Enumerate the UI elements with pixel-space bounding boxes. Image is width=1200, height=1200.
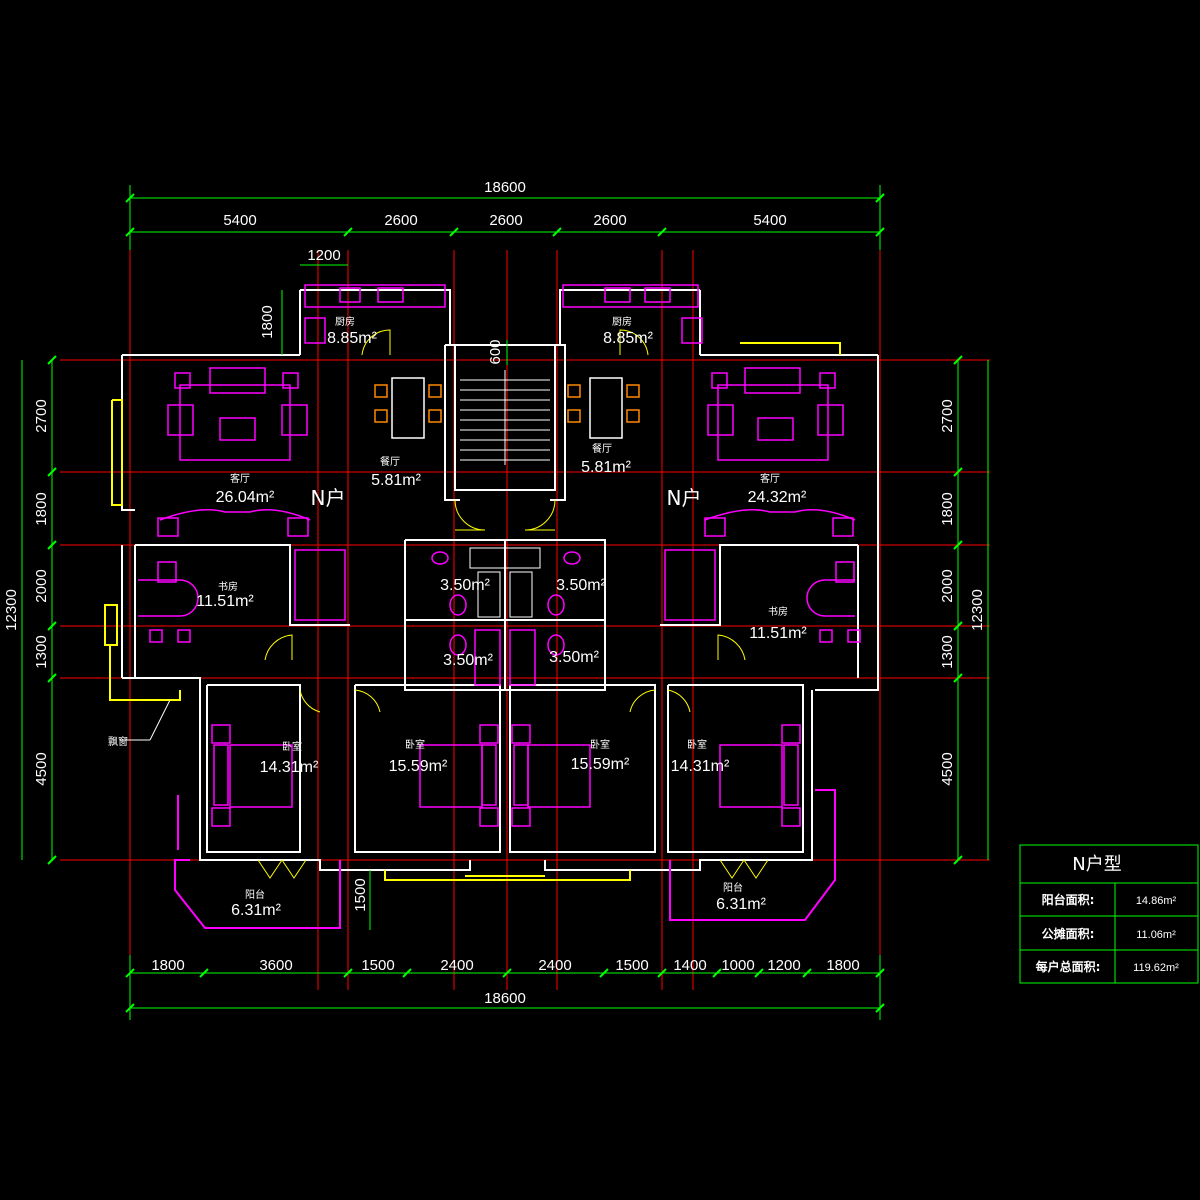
unit-left-label: N户	[311, 486, 346, 510]
balcony-left-area: 6.31m²	[231, 902, 281, 919]
dim-left-seg-3: 2000	[33, 569, 50, 602]
dim-right-total: 12300	[969, 589, 986, 631]
dim-kitchen-depth: 1800	[259, 305, 276, 338]
dim-bottom-seg-9: 1200	[767, 957, 800, 974]
dim-top-total: 18600	[484, 179, 526, 196]
balcony-right-label: 阳台	[723, 881, 743, 894]
dim-bottom-seg-4: 2400	[440, 957, 473, 974]
dining-tables	[374, 377, 640, 439]
kitchen-right-area: 8.85m²	[603, 330, 653, 347]
study-left-area: 11.51m²	[196, 593, 254, 610]
dim-right-seg-4: 1300	[939, 635, 956, 668]
dim-top-seg-5: 5400	[753, 212, 786, 229]
window-note-leader-diag	[149, 699, 171, 741]
windows	[104, 342, 841, 881]
bed3-area: 15.59m²	[571, 756, 630, 773]
walls	[121, 289, 879, 871]
dim-left-seg-4: 1300	[33, 635, 50, 668]
dim-right-seg-2: 1800	[939, 492, 956, 525]
kitchen-right-label: 厨房	[612, 315, 632, 328]
dim-bottom-seg-10: 1800	[826, 957, 859, 974]
summary-table-title: N户型	[1072, 854, 1121, 875]
living-right-label: 客厅	[760, 472, 780, 485]
dimension-lines	[21, 185, 989, 1020]
dim-left-seg-1: 2700	[33, 399, 50, 432]
bed4-label: 卧室	[687, 738, 707, 751]
dining-left-label: 餐厅	[380, 455, 400, 468]
dim-balcony-depth: 1500	[352, 878, 369, 911]
kitchen-left-label: 厨房	[335, 315, 355, 328]
dim-top-seg-3: 2600	[489, 212, 522, 229]
bath-tr-area: 3.50m²	[556, 577, 606, 594]
dim-top-seg-4: 2600	[593, 212, 626, 229]
dim-right-seg-1: 2700	[939, 399, 956, 432]
dim-stair-offset: 600	[487, 339, 504, 364]
dim-bottom-seg-8: 1000	[721, 957, 754, 974]
summary-row-1-label: 阳台面积:	[1042, 892, 1095, 907]
bed4-area: 14.31m²	[671, 758, 730, 775]
dim-top-seg-2: 2600	[384, 212, 417, 229]
dim-kitchen-width: 1200	[307, 247, 340, 264]
study-right-label: 书房	[768, 605, 788, 618]
dim-bottom-total: 18600	[484, 990, 526, 1007]
bath-tl-area: 3.50m²	[440, 577, 490, 594]
dim-left-total: 12300	[3, 589, 20, 631]
window-note: 飘窗	[108, 735, 128, 748]
dim-bottom-seg-5: 2400	[538, 957, 571, 974]
dim-left-seg-2: 1800	[33, 492, 50, 525]
summary-row-1-value: 14.86m²	[1136, 895, 1177, 907]
study-right-area: 11.51m²	[749, 625, 807, 642]
summary-row-3-label: 每户总面积:	[1036, 959, 1101, 974]
dim-left-seg-5: 4500	[33, 752, 50, 785]
dim-bottom-seg-1: 1800	[151, 957, 184, 974]
kitchen-left-area: 8.85m²	[327, 330, 377, 347]
living-left-area: 26.04m²	[216, 489, 275, 506]
bath-br-area: 3.50m²	[549, 649, 599, 666]
bed3-label: 卧室	[590, 738, 610, 751]
dining-right-label: 餐厅	[592, 442, 612, 455]
bed1-label: 卧室	[282, 740, 302, 753]
dim-bottom-seg-3: 1500	[361, 957, 394, 974]
summary-row-3-value: 119.62m²	[1133, 962, 1179, 974]
bed2-area: 15.59m²	[389, 758, 448, 775]
study-left-label: 书房	[218, 580, 238, 593]
balcony-left-label: 阳台	[245, 888, 265, 901]
living-left-label: 客厅	[230, 472, 250, 485]
dim-bottom-seg-7: 1400	[673, 957, 706, 974]
summary-table: N户型 阳台面积: 14.86m² 公摊面积: 11.06m² 每户总面积: 1…	[1019, 844, 1199, 984]
balcony-right-area: 6.31m²	[716, 896, 766, 913]
bed1-area: 14.31m²	[260, 759, 319, 776]
bed2-label: 卧室	[405, 738, 425, 751]
furniture	[138, 284, 861, 827]
stair-treads	[460, 370, 550, 465]
living-right-area: 24.32m²	[748, 489, 807, 506]
unit-right-label: N户	[667, 486, 702, 510]
dining-right-area: 5.81m²	[581, 459, 631, 476]
dim-right-seg-3: 2000	[939, 569, 956, 602]
dim-bottom-seg-2: 3600	[259, 957, 292, 974]
dim-bottom-seg-6: 1500	[615, 957, 648, 974]
dining-left-area: 5.81m²	[371, 472, 421, 489]
balconies	[174, 789, 836, 929]
dim-right-seg-5: 4500	[939, 752, 956, 785]
bath-bl-area: 3.50m²	[443, 652, 493, 669]
dimension-ticks	[47, 193, 963, 1013]
dim-top-seg-1: 5400	[223, 212, 256, 229]
summary-row-2-label: 公摊面积:	[1042, 926, 1095, 941]
fixtures	[469, 547, 541, 618]
summary-row-2-value: 11.06m²	[1136, 929, 1176, 941]
doors	[257, 329, 769, 879]
